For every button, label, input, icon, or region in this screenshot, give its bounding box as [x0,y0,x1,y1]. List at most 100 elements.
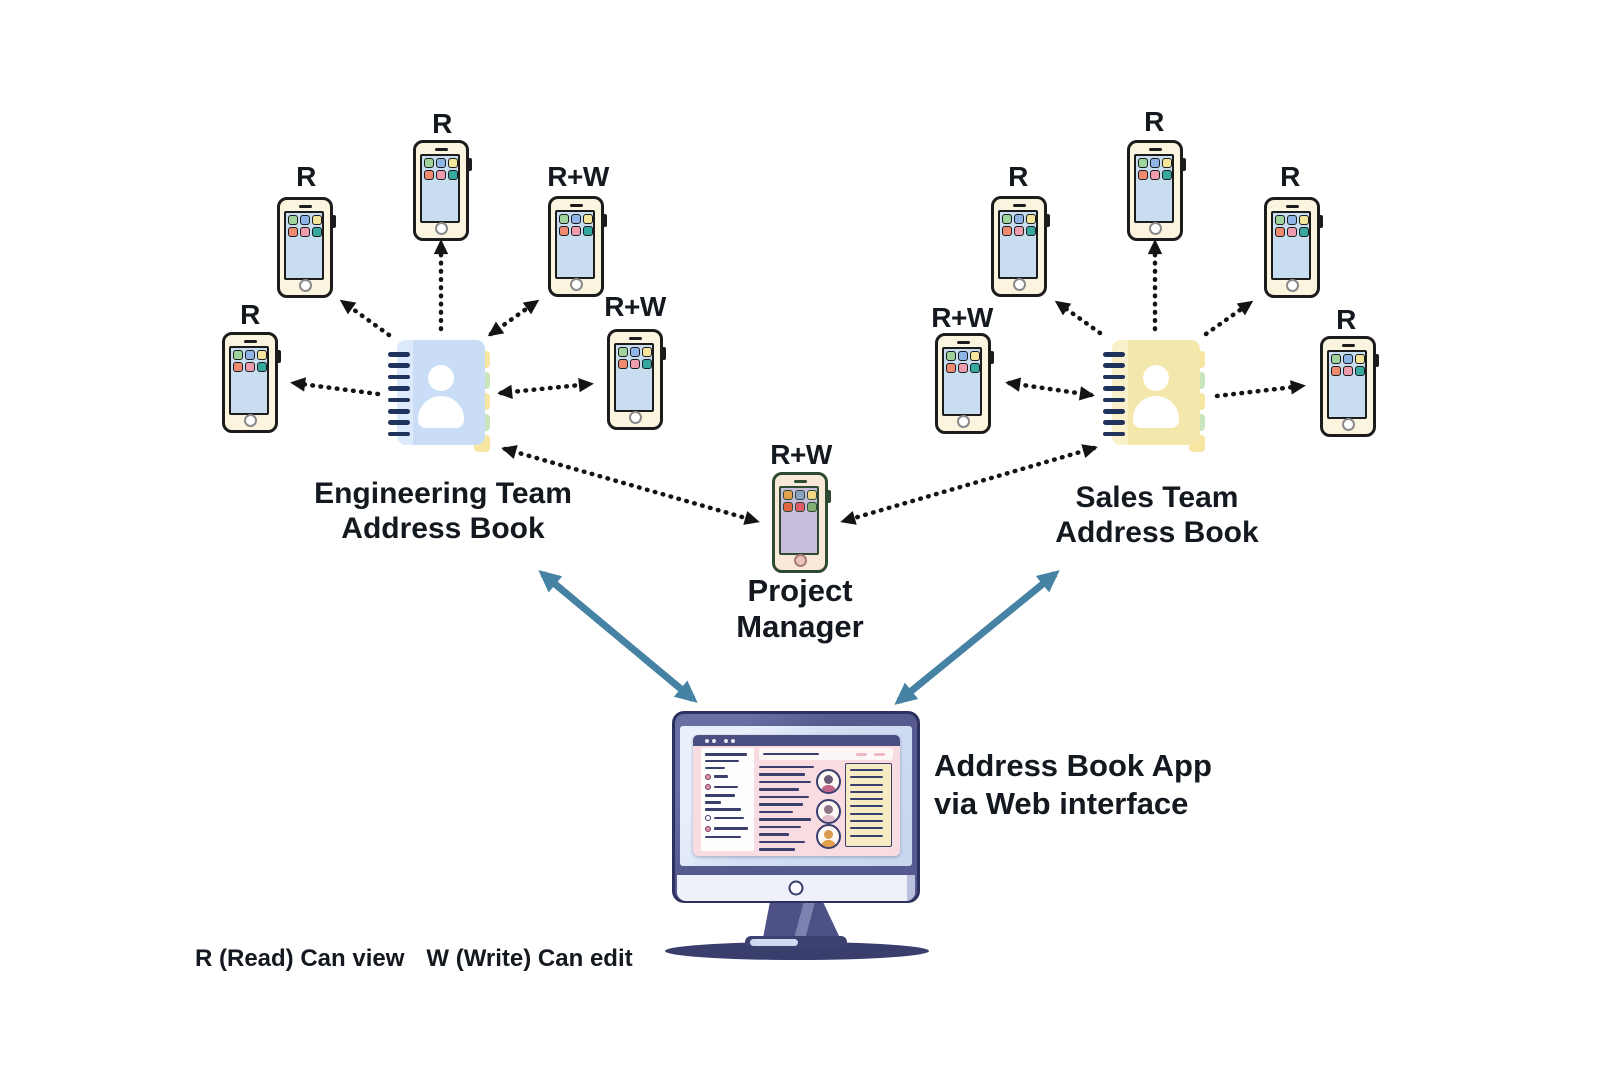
permission-label-sales-right: R [1336,304,1356,335]
contact-row [705,808,750,811]
app-icon [1138,170,1148,180]
browser-titlebar [693,735,900,746]
permission-label-pm: R+W [770,439,832,470]
app-icon [1355,354,1365,364]
arrow-sales-webapp-sync [894,570,1060,705]
app-icon [642,359,652,369]
phone-sales-right [1320,336,1379,437]
permission-label-eng-top: R [432,108,452,139]
book-binding-ring [1103,386,1125,391]
phone-app-grid [424,158,458,180]
app-icon [1162,170,1172,180]
phone-screen [614,343,654,412]
monitor-screen [680,726,912,866]
contact-row [705,784,750,791]
permission-label-sales-upper-right: R [1280,161,1300,192]
caption-line2: via Web interface [934,786,1189,821]
app-icon [1026,214,1036,224]
phone-screen [284,211,324,280]
phone-screen [942,347,982,416]
phone-app-grid [946,351,980,373]
app-icon [559,214,569,224]
phone-home-button [244,414,257,427]
app-icon [958,351,968,361]
phone-side-button [661,347,666,360]
phone-app-grid [1275,215,1309,237]
app-icon [630,347,640,357]
phone-side-button [1318,215,1323,228]
contact-row [705,801,750,804]
book-binding-ring [1103,352,1125,357]
notes-panel [845,763,892,847]
contact-list-sidebar [701,748,754,851]
app-icon [448,170,458,180]
phone-home-button [435,222,448,235]
toolbar-pill [874,752,885,756]
app-icon [1355,366,1365,376]
app-icon [795,490,805,500]
phone-speaker [1285,205,1299,208]
phone-sales-upper-right [1264,197,1323,298]
app-icon [448,158,458,168]
app-icon [970,351,980,361]
arrow-eng-book-to-left-phone [290,377,381,397]
project-manager-label: Project Manager [736,573,863,645]
app-icon [288,215,298,225]
engineering-team-label: Engineering Team Address Book [314,476,572,546]
phone-screen [1271,211,1311,280]
phone-home-button [957,415,970,428]
browser-toolbar [759,748,893,760]
app-icon [245,362,255,372]
phone-side-button [989,351,994,364]
phone-speaker [628,337,642,340]
monitor-base-highlight [750,938,798,946]
permissions-legend: R (Read) Can view W (Write) Can edit [195,945,633,973]
contact-person-icon [428,365,454,391]
phone-app-grid [1002,214,1036,236]
phone-eng-left [222,332,281,433]
phone-speaker [569,204,583,207]
phone-home-button [629,411,642,424]
contact-row [705,835,750,839]
phone-app-grid [233,350,267,372]
phone-side-button [1374,354,1379,367]
phone-app-grid [559,214,593,236]
arrow-eng-book-to-upper-left-phone [339,299,392,338]
app-icon [807,502,817,512]
app-icon [958,363,968,373]
engineering-label-line2: Address Book [341,512,545,545]
toolbar-line [763,753,819,756]
pm-label-line2: Manager [736,609,864,644]
phone-speaker [793,480,807,483]
permission-label-sales-top: R [1144,106,1164,137]
app-icon [1287,215,1297,225]
book-binding-ring [388,352,410,357]
app-icon [1014,226,1024,236]
app-icon [436,158,446,168]
phone-app-grid [783,490,817,512]
contact-row [705,759,750,763]
app-icon [583,226,593,236]
app-icon [1275,215,1285,225]
contact-row [705,773,750,780]
address-book-web-app-window [693,735,900,856]
phone-app-grid [1138,158,1172,180]
app-icon [1026,226,1036,236]
sales-team-label: Sales Team Address Book [1055,480,1258,550]
app-icon [630,359,640,369]
book-binding-ring [1103,397,1125,403]
app-icon [970,363,980,373]
app-icon [783,502,793,512]
app-icon [288,227,298,237]
app-icon [233,362,243,372]
app-icon [946,351,956,361]
caption-line1: Address Book App [934,748,1212,783]
phone-speaker [1012,204,1026,207]
window-dot [731,738,735,743]
phone-side-button [467,158,472,171]
app-icon [1331,354,1341,364]
phone-side-button [1045,214,1050,227]
phone-side-button [276,350,281,363]
app-icon [1275,227,1285,237]
